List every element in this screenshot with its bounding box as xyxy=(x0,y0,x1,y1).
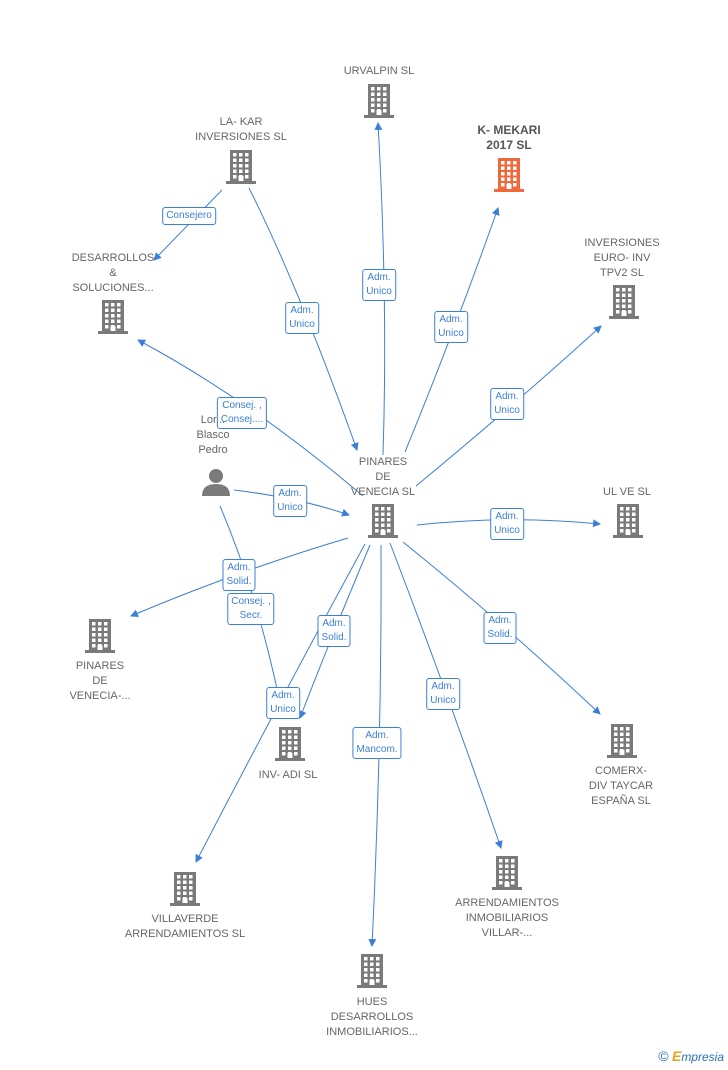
building-icon-comerx[interactable] xyxy=(607,724,637,758)
node-label-center[interactable]: PINARES DE VENECIA SL xyxy=(350,456,416,498)
edge-label-lakar-center[interactable]: Adm. Unico xyxy=(285,302,319,334)
building-icon-inversiones[interactable] xyxy=(609,285,639,319)
edge-label-center-desarrollos[interactable]: Consej. , Consej.... xyxy=(216,397,268,429)
building-icon-ulve[interactable] xyxy=(613,504,643,538)
edge-lakar-desarrollos xyxy=(153,189,223,261)
building-icon-villaverde[interactable] xyxy=(170,872,200,906)
building-icon-kmekari[interactable] xyxy=(494,158,524,192)
empresia-logo: © Empresia xyxy=(658,1048,724,1064)
edge-label-center-inversiones[interactable]: Adm. Unico xyxy=(490,388,524,420)
edge-label-center-hues[interactable]: Adm. Mancom. xyxy=(352,727,402,759)
brand-initial: E xyxy=(671,1048,682,1064)
node-label-villaverde[interactable]: VILLAVERDE ARRENDAMIENTOS SL xyxy=(124,913,246,940)
node-label-kmekari[interactable]: K- MEKARI 2017 SL xyxy=(477,123,541,152)
edge-label-center-ulve[interactable]: Adm. Unico xyxy=(490,508,524,540)
node-label-person[interactable]: Lor... Blasco Pedro xyxy=(196,414,230,456)
building-icon-pinares2[interactable] xyxy=(85,619,115,653)
person-icon[interactable] xyxy=(202,469,230,496)
edge-label-center-kmekari[interactable]: Adm. Unico xyxy=(434,311,468,343)
edge-label-center-arrend[interactable]: Adm. Unico xyxy=(426,678,460,710)
node-label-ulve[interactable]: UL VE SL xyxy=(603,486,651,498)
node-label-hues[interactable]: HUES DESARROLLOS INMOBILIARIOS... xyxy=(326,996,418,1038)
building-icon-lakar[interactable] xyxy=(226,150,256,184)
brand-name: mpresia xyxy=(681,1050,724,1064)
copyright-symbol: © xyxy=(658,1048,669,1064)
building-icon-invadi[interactable] xyxy=(275,727,305,761)
node-label-lakar[interactable]: LA- KAR INVERSIONES SL xyxy=(195,116,287,143)
building-icon-desarrollos[interactable] xyxy=(98,300,128,334)
edge-label-center-pinares2[interactable]: Adm. Solid. xyxy=(222,559,256,591)
node-label-invadi[interactable]: INV- ADI SL xyxy=(258,769,318,781)
edge-label-center-villaverde[interactable]: Adm. Unico xyxy=(266,687,300,719)
edge-label-person-center[interactable]: Adm. Unico xyxy=(273,485,307,517)
edge-label-center-invadi[interactable]: Adm. Solid. xyxy=(317,615,351,647)
node-label-pinares2[interactable]: PINARES DE VENECIA-... xyxy=(69,660,131,702)
node-label-desarrollos[interactable]: DESARROLLOS & SOLUCIONES... xyxy=(71,252,155,294)
building-icon-center[interactable] xyxy=(368,504,398,538)
edge-label-center-urvalpin[interactable]: Adm. Unico xyxy=(362,269,396,301)
node-label-inversiones[interactable]: INVERSIONES EURO- INV TPV2 SL xyxy=(584,237,660,279)
building-icon-hues[interactable] xyxy=(357,954,387,988)
edge-label-center-comerx[interactable]: Adm. Solid. xyxy=(483,612,517,644)
building-icon-arrend[interactable] xyxy=(492,856,522,890)
node-label-comerx[interactable]: COMERX- DIV TAYCAR ESPAÑA SL xyxy=(588,765,654,807)
node-label-arrend[interactable]: ARRENDAMIENTOS INMOBILIARIOS VILLAR-... xyxy=(455,897,559,939)
building-icon-urvalpin[interactable] xyxy=(364,84,394,118)
node-label-urvalpin[interactable]: URVALPIN SL xyxy=(343,65,415,77)
edge-label-lakar-desarrollos[interactable]: Consejero xyxy=(162,207,216,225)
edge-label-person-invadi[interactable]: Consej. , Secr. xyxy=(227,593,275,625)
